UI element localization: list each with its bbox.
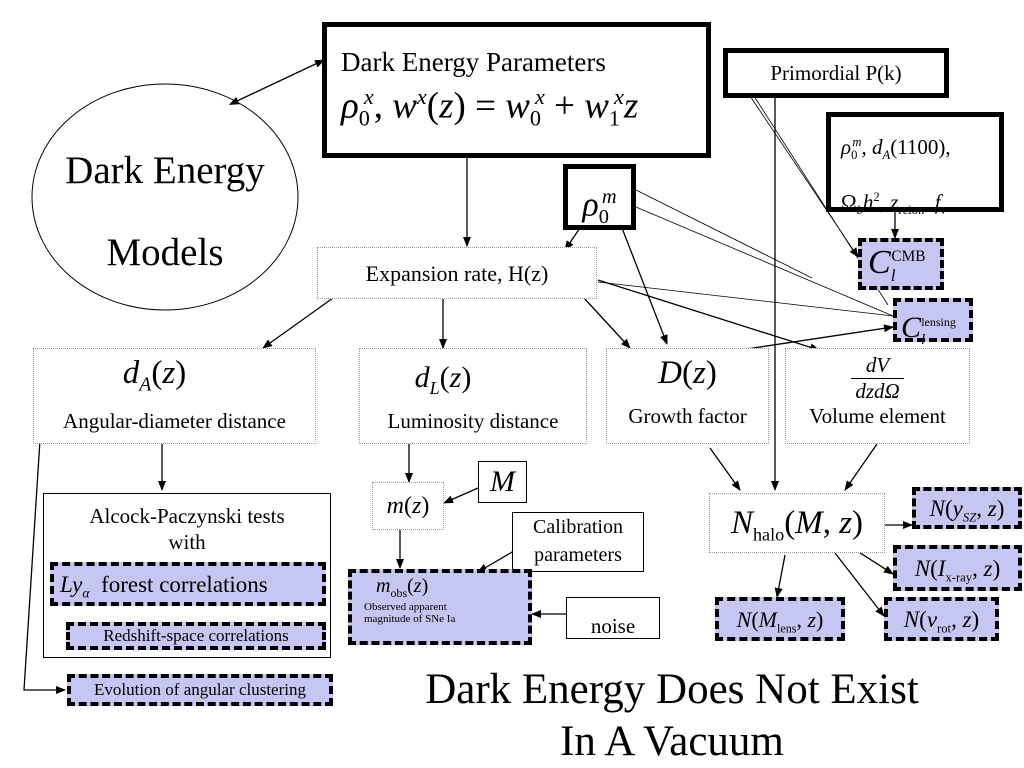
models-label-line2: Models xyxy=(106,231,224,274)
line-rho-cmb xyxy=(635,189,813,279)
growth-factor-label: Growth factor xyxy=(628,404,747,428)
arrow-volume-nhalo xyxy=(844,443,878,491)
expansion-rate-label: Expansion rate, H(z) xyxy=(365,261,549,286)
redshift-space-box: Redshift-space correlations xyxy=(66,622,326,650)
line-expansion-lensing xyxy=(597,281,894,317)
calibration-parameters-line1: Calibration xyxy=(533,516,623,538)
mobs-line2: magnitude of SNe Ia xyxy=(364,613,456,625)
arrow-expansion-growth xyxy=(583,297,631,349)
mobs-box: mobs(z) Observed apparent magnitude of S… xyxy=(348,569,532,645)
calibration-parameters-line2: parameters xyxy=(534,544,622,566)
primordial-pk-label: Primordial P(k) xyxy=(770,61,902,85)
lya-forest-box: Lyα forest correlations xyxy=(50,562,326,606)
arrow-growth-lensing xyxy=(739,324,894,351)
volume-element-denominator: dzdΩ xyxy=(855,379,900,403)
absolute-magnitude-box: M xyxy=(478,461,527,503)
n-ixray-box: N(Ix-ray, z) xyxy=(893,545,1022,591)
arrow-rho-growth xyxy=(621,227,668,345)
arrow-M-mz xyxy=(443,487,479,504)
arrow-models-params xyxy=(228,59,325,105)
cmb-parameters-box: ρ0m, dA(1100), Ωbh2, zreion, fν xyxy=(826,112,1004,217)
line-rho-lensing xyxy=(635,206,894,317)
n-mlens-box: N(Mlens, z) xyxy=(715,597,845,641)
volume-element-label: Volume element xyxy=(809,404,946,428)
slide-title: Dark Energy Does Not Exist In A Vacuum xyxy=(358,664,986,768)
luminosity-distance-symbol: dL(z) xyxy=(414,361,472,398)
angular-diameter-label: Angular-diameter distance xyxy=(63,408,286,433)
absolute-magnitude-label: M xyxy=(490,465,515,498)
arrow-da-evolution xyxy=(23,439,66,694)
volume-element-fraction: dV dzdΩ xyxy=(851,353,904,404)
mobs-line1: Observed apparent xyxy=(364,601,447,613)
models-label: Dark Energy Models xyxy=(40,130,290,294)
cl-cmb-box: ClCMB xyxy=(858,238,944,290)
arrow-nhalo-mlens xyxy=(774,554,786,598)
slide-title-line1: Dark Energy Does Not Exist xyxy=(425,666,919,713)
angular-diameter-symbol: dA(z) xyxy=(122,355,187,396)
dark-energy-parameters-formula: ρ0x, wx(z) = w0x + w1xz xyxy=(341,84,639,131)
rho0m-box: ρ0m xyxy=(563,164,636,230)
models-label-line1: Dark Energy xyxy=(65,149,265,192)
n-ysz-box: N(ySZ, z) xyxy=(912,487,1022,529)
nhalo-box: Nhalo(M, z) xyxy=(709,493,885,553)
noise-box: noise xyxy=(566,597,660,639)
luminosity-distance-label: Luminosity distance xyxy=(387,409,559,433)
calibration-parameters-box: Calibration parameters xyxy=(512,512,644,572)
expansion-rate-box: Expansion rate, H(z) xyxy=(317,247,597,299)
evolution-angular-clustering-label: Evolution of angular clustering xyxy=(94,680,306,699)
volume-element-numerator: dV xyxy=(851,353,904,379)
volume-element-box: dV dzdΩ Volume element xyxy=(785,348,970,444)
noise-label: noise xyxy=(590,614,636,638)
mz-box: m(z) xyxy=(372,482,444,530)
luminosity-distance-box: dL(z) Luminosity distance xyxy=(359,348,587,444)
slide-title-line2: In A Vacuum xyxy=(560,718,784,765)
growth-factor-symbol: D(z) xyxy=(658,355,717,391)
cl-lensing-box: Cllensing xyxy=(893,298,973,348)
arrow-growth-nhalo xyxy=(709,447,741,491)
arrow-expansion-volume xyxy=(597,279,820,352)
arrow-expansion-da xyxy=(262,297,334,349)
alcock-paczynski-line1: Alcock-Paczynski tests xyxy=(89,504,285,528)
primordial-pk-box: Primordial P(k) xyxy=(723,48,949,98)
dark-energy-parameters-label: Dark Energy Parameters xyxy=(341,47,606,77)
arrow-nhalo-vrot xyxy=(834,552,885,617)
angular-diameter-box: dA(z) Angular-diameter distance xyxy=(33,348,316,444)
redshift-space-label: Redshift-space correlations xyxy=(103,626,289,645)
cmb-parameters-line2: Ωbh2, zreion, fν xyxy=(841,190,947,218)
growth-factor-box: D(z) Growth factor xyxy=(606,348,769,444)
evolution-angular-clustering-box: Evolution of angular clustering xyxy=(67,674,333,706)
alcock-paczynski-line2: with xyxy=(168,530,206,554)
dark-energy-parameters-box: Dark Energy Parameters ρ0x, wx(z) = w0x … xyxy=(322,22,711,158)
n-vrot-box: N(vrot, z) xyxy=(884,597,999,641)
models-ellipse xyxy=(31,83,299,311)
cmb-parameters-line1: ρ0m, dA(1100), xyxy=(841,135,951,163)
mobs-symbol: mobs(z) xyxy=(376,575,429,600)
